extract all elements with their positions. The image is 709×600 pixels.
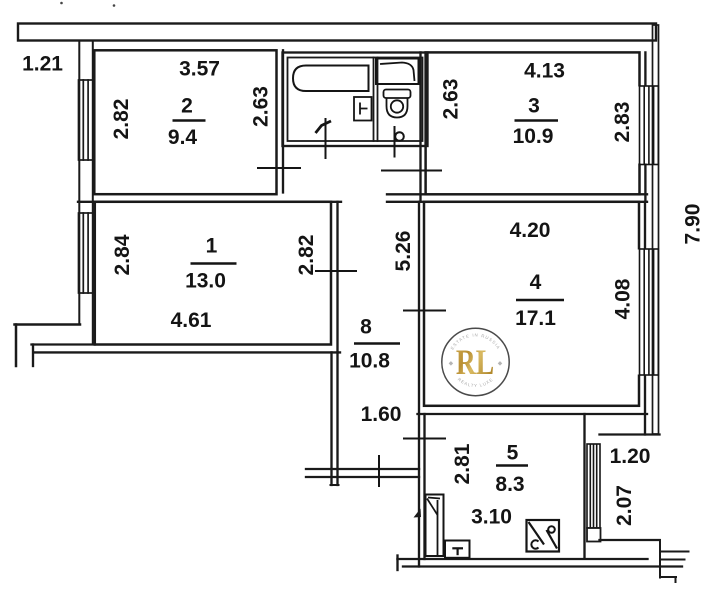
svg-text:4.08: 4.08	[612, 278, 635, 319]
svg-text:RL: RL	[456, 343, 494, 382]
svg-text:1.20: 1.20	[610, 445, 651, 468]
svg-text:13.0: 13.0	[185, 270, 226, 293]
svg-text:4: 4	[530, 271, 542, 294]
svg-text:1: 1	[206, 235, 218, 258]
svg-text:4.61: 4.61	[171, 309, 212, 332]
svg-text:3.57: 3.57	[179, 58, 220, 81]
svg-text:10.9: 10.9	[513, 125, 554, 148]
svg-text:1.60: 1.60	[361, 403, 402, 426]
svg-text:2.07: 2.07	[613, 485, 636, 526]
svg-text:4.20: 4.20	[510, 219, 551, 242]
svg-text:2.63: 2.63	[440, 79, 463, 120]
svg-text:2: 2	[181, 95, 193, 118]
svg-text:2.82: 2.82	[110, 99, 133, 140]
svg-text:5.26: 5.26	[392, 231, 415, 272]
svg-text:17.1: 17.1	[515, 307, 556, 330]
svg-text:2.83: 2.83	[611, 102, 634, 143]
svg-text:4.13: 4.13	[524, 60, 565, 83]
svg-text:1.21: 1.21	[22, 53, 63, 76]
svg-text:5: 5	[507, 442, 519, 465]
svg-text:8.3: 8.3	[495, 473, 524, 496]
svg-text:2.81: 2.81	[451, 443, 474, 484]
svg-text:3.10: 3.10	[471, 506, 512, 529]
svg-text:2.63: 2.63	[250, 86, 273, 127]
svg-text:7.90: 7.90	[682, 204, 705, 245]
svg-text:2.84: 2.84	[111, 234, 134, 275]
svg-text:9.4: 9.4	[168, 126, 198, 149]
svg-text:10.8: 10.8	[349, 350, 390, 373]
svg-text:2.82: 2.82	[295, 235, 318, 276]
svg-text:8: 8	[360, 316, 372, 339]
svg-text:3: 3	[528, 95, 540, 118]
